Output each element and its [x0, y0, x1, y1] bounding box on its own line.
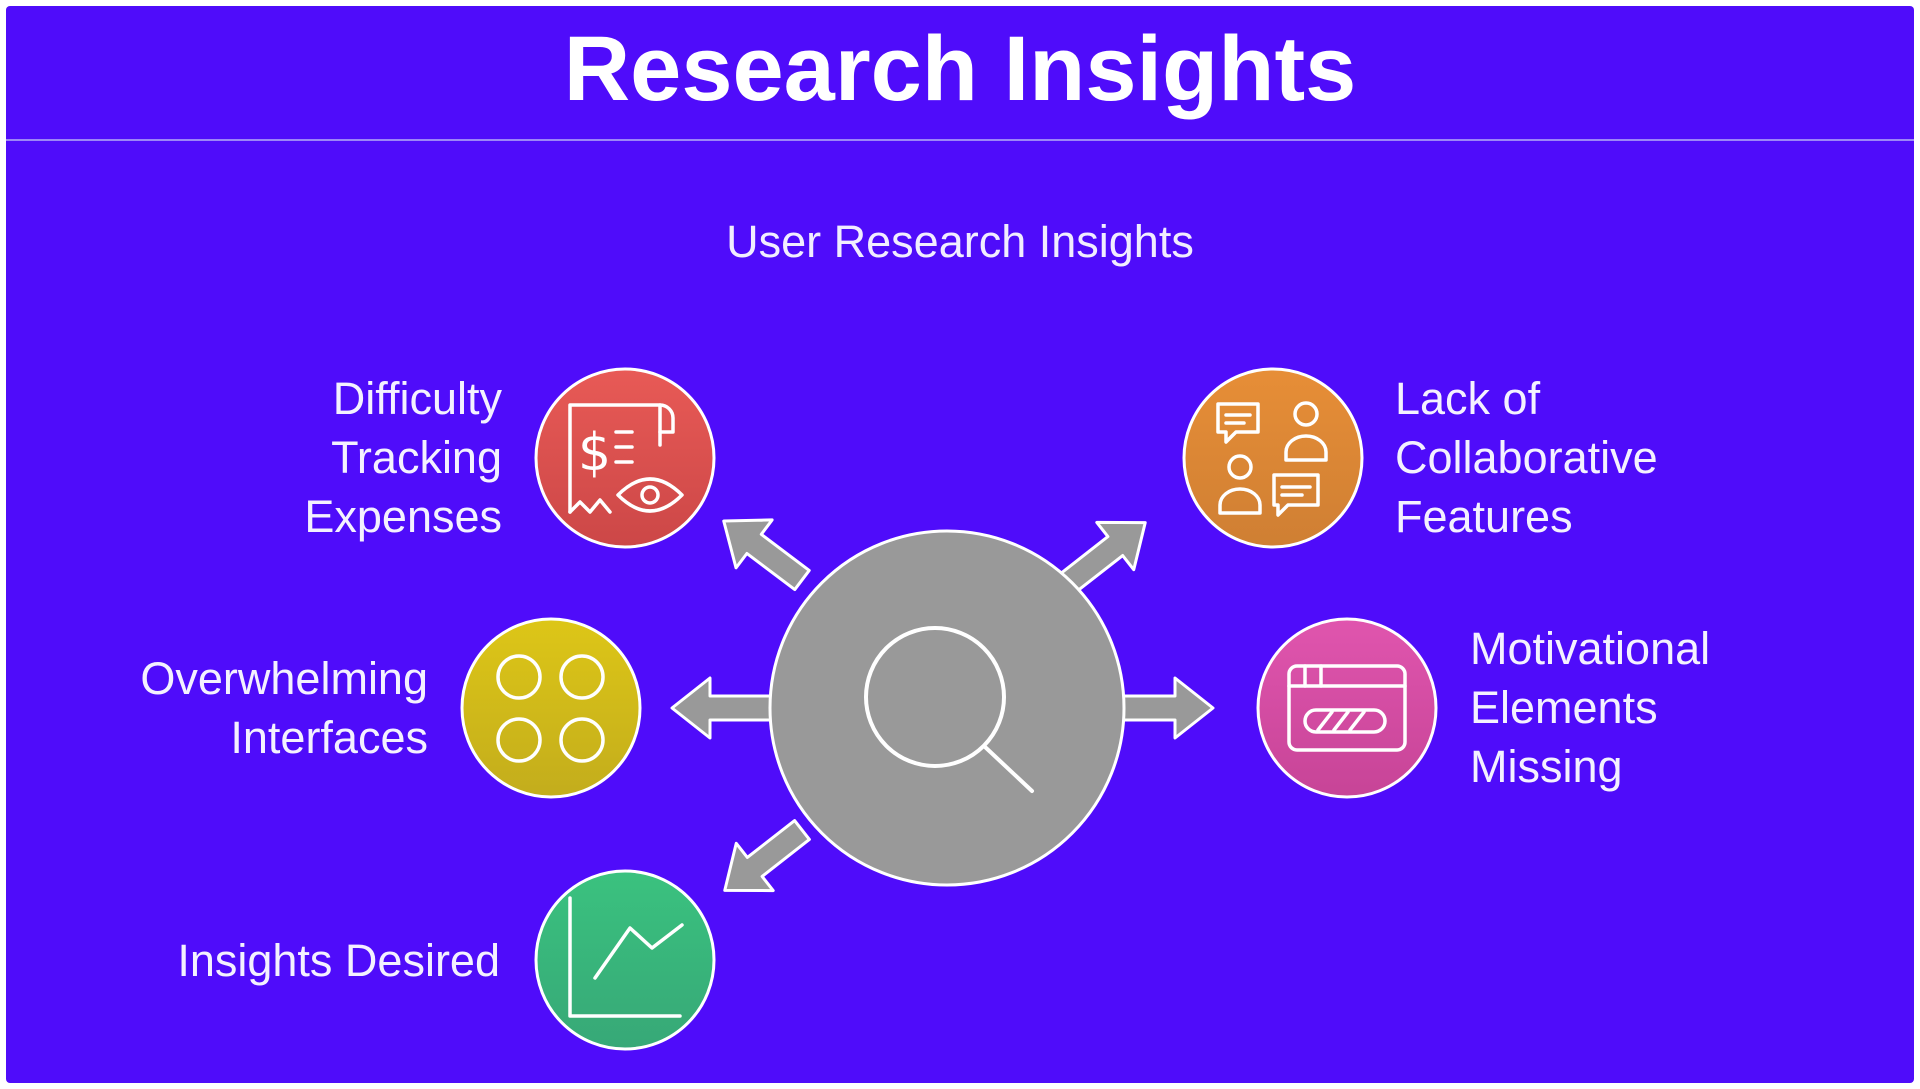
arrow-to-collab [1059, 520, 1147, 594]
line-chart-icon [568, 896, 684, 1018]
label-expenses: Difficulty Tracking Expenses [304, 373, 502, 542]
page-title: Research Insights [563, 18, 1357, 120]
svg-text:$: $ [578, 423, 611, 483]
hub-arrows [670, 518, 1215, 893]
label-interfaces: Overwhelming Interfaces [140, 653, 428, 763]
progress-window-icon [1287, 664, 1407, 752]
node-motivation [1256, 617, 1438, 799]
people-chat-icon [1216, 401, 1328, 517]
node-insights [534, 869, 716, 1051]
hub-node [768, 529, 1126, 887]
four-circles-grid-icon [496, 654, 605, 763]
receipt-eye-icon: $ [568, 403, 684, 514]
arrow-to-expenses [722, 518, 811, 592]
title-bar: Research Insights [6, 6, 1914, 141]
diagram-subtitle: User Research Insights [726, 216, 1194, 267]
node-expenses: $ [534, 367, 716, 549]
arrow-to-insights [723, 819, 811, 893]
label-motivation: Motivational Elements Missing [1470, 623, 1711, 792]
node-collab [1182, 367, 1364, 549]
magnifying-glass-icon [864, 626, 1034, 793]
label-collab: Lack of Collaborative Features [1395, 373, 1658, 542]
label-insights: Insights Desired [177, 935, 500, 986]
node-interfaces [460, 617, 642, 799]
arrow-to-interfaces [670, 676, 782, 740]
